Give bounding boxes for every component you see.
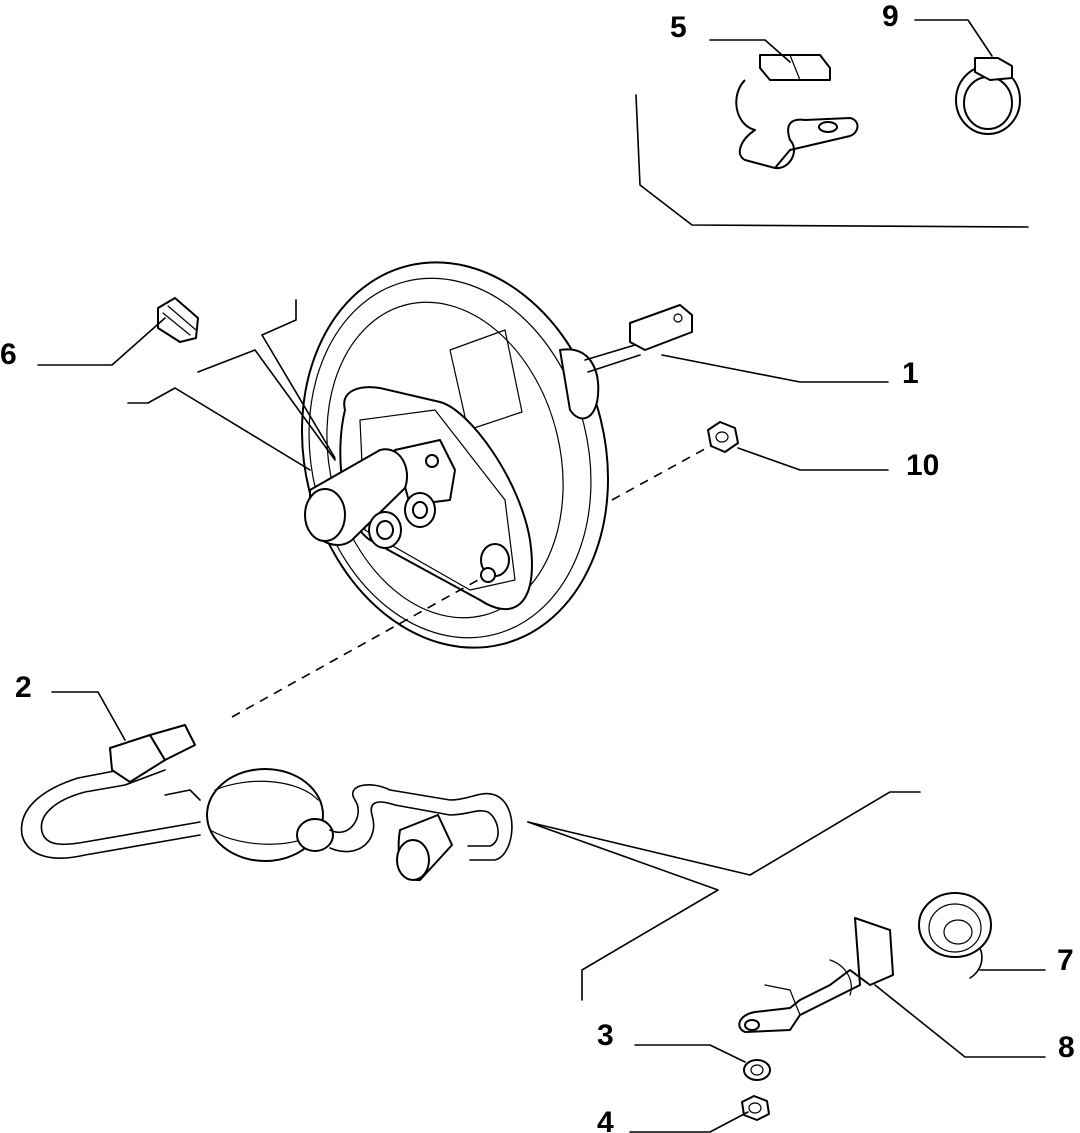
group-bracket-5-9 bbox=[635, 94, 1029, 228]
callout-2: 2 bbox=[15, 671, 32, 704]
part-4-nut bbox=[741, 1095, 770, 1121]
part-3-washer bbox=[743, 1059, 771, 1081]
callout-5: 5 bbox=[670, 11, 687, 44]
callout-6: 6 bbox=[0, 338, 17, 371]
part-5-pipe-clip bbox=[735, 54, 859, 170]
part-6-fitting bbox=[157, 297, 199, 343]
callout-4: 4 bbox=[597, 1106, 614, 1133]
callout-8: 8 bbox=[1058, 1031, 1075, 1064]
callout-1: 1 bbox=[902, 357, 919, 390]
part-7-spring-clamp bbox=[918, 892, 992, 979]
part-8-pipe-bracket bbox=[738, 917, 894, 1033]
assembly-dashed-line-10 bbox=[611, 444, 713, 501]
callout-3: 3 bbox=[597, 1019, 614, 1052]
part-9-hose-clamp bbox=[955, 57, 1021, 135]
part-2-vacuum-hose bbox=[20, 724, 513, 882]
callout-9: 9 bbox=[882, 0, 899, 33]
part-10-nut bbox=[707, 421, 739, 453]
leader-lines bbox=[37, 19, 1046, 1133]
callout-10: 10 bbox=[906, 449, 939, 482]
callout-7: 7 bbox=[1057, 944, 1074, 977]
part-1-brake-booster bbox=[301, 261, 693, 649]
